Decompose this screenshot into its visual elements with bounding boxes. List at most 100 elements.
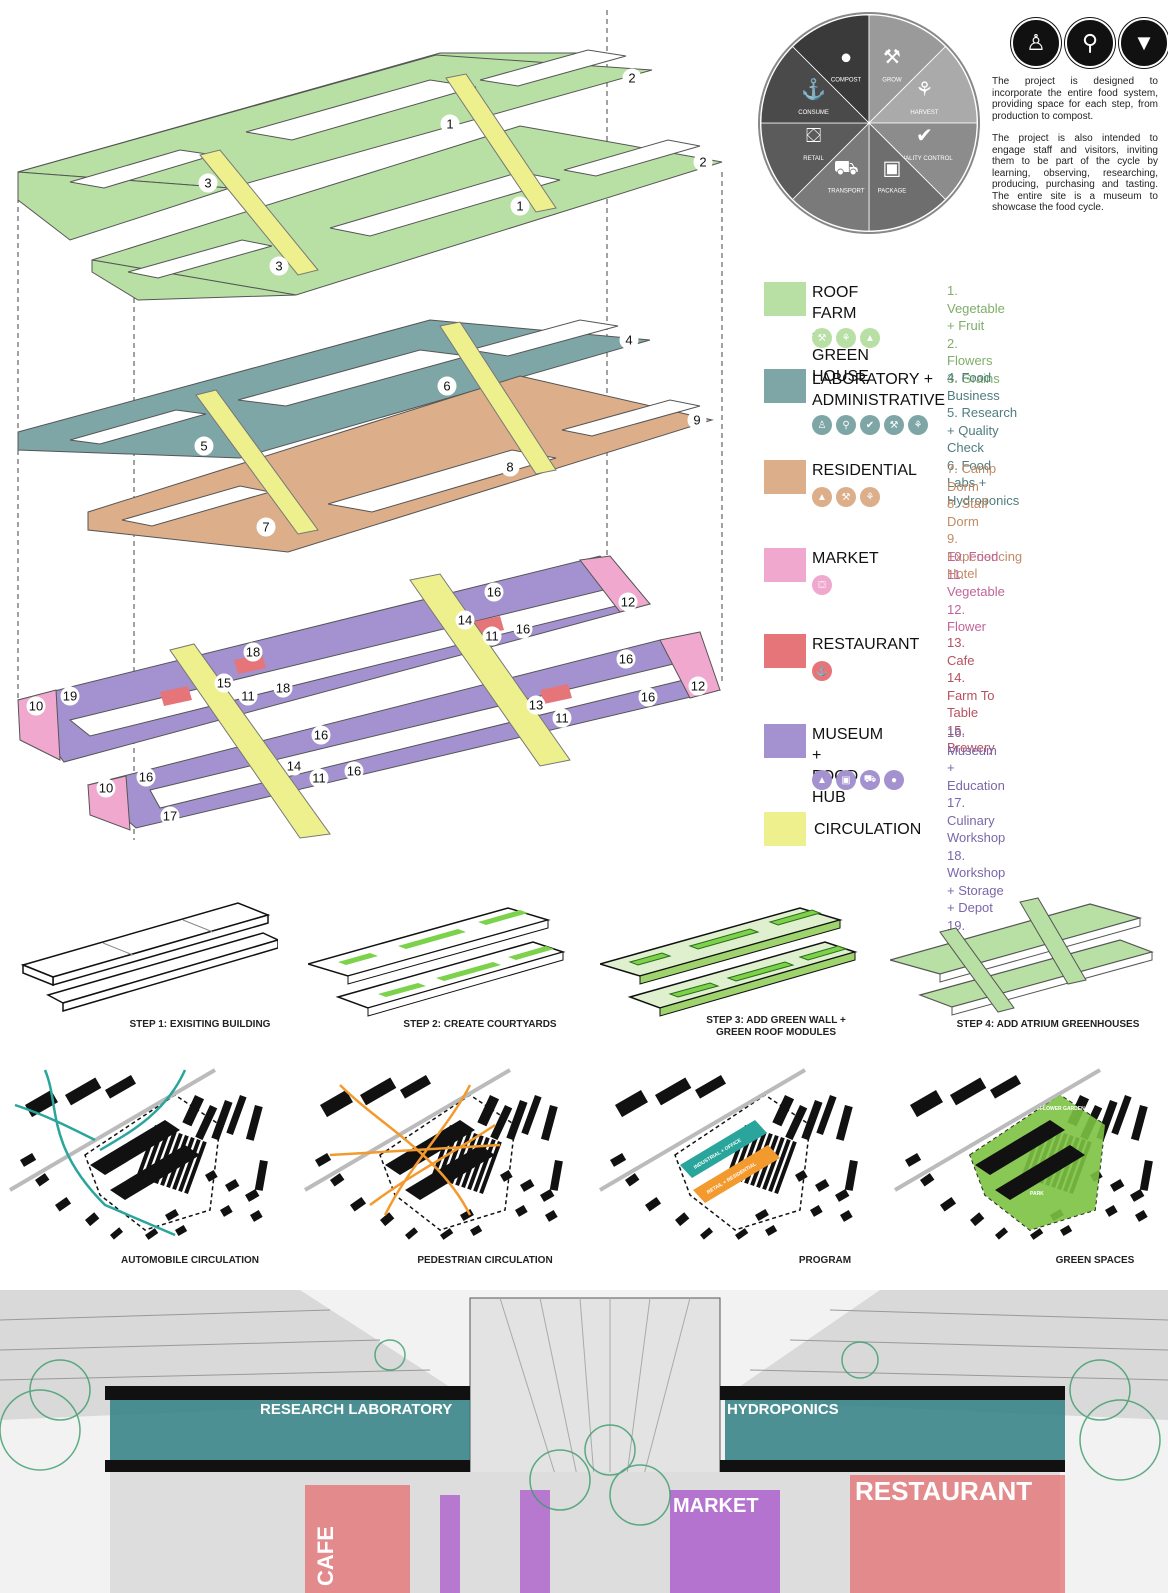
trowel-icon: ⚒ <box>812 328 832 348</box>
number-marker: 10 <box>26 696 46 716</box>
legend-icons: ▲⚒⚘ <box>812 487 880 507</box>
number-marker: 12 <box>618 592 638 612</box>
legend-item: 5. Research + Quality Check <box>947 405 1018 455</box>
axon-number-labels: 1122334567891010111111111212131414151616… <box>26 68 713 826</box>
step-1-label: STEP 1: EXISITING BUILDING <box>129 1019 271 1030</box>
number-marker: 16 <box>513 619 533 639</box>
svg-text:7: 7 <box>262 520 269 535</box>
svg-text:18: 18 <box>276 681 290 696</box>
svg-text:11: 11 <box>312 771 326 786</box>
svg-text:1: 1 <box>516 199 523 214</box>
legend-icons: ♙⚲✔⚒⚘ <box>812 415 928 435</box>
svg-text:14: 14 <box>458 613 472 628</box>
svg-text:2: 2 <box>699 155 706 170</box>
svg-text:12: 12 <box>691 679 705 694</box>
legend-item: 17. Culinary Workshop <box>947 795 1006 845</box>
svg-text:11: 11 <box>555 711 569 726</box>
green-spaces-map: FLOWER GARDEN PARK <box>893 1068 1153 1240</box>
number-marker: 14 <box>455 610 475 630</box>
apple-core-icon: ● <box>840 47 852 69</box>
wheel-label: TRANSPORT <box>828 188 865 194</box>
wheel-label: COMPOST <box>831 78 862 84</box>
legend-name: LABORATORY + ADMINISTRATIVE <box>812 371 946 409</box>
legend-item: 3. Grains <box>947 370 1000 386</box>
number-marker: 16 <box>136 767 156 787</box>
step-4-label: STEP 4: ADD ATRIUM GREENHOUSES <box>956 1019 1140 1030</box>
number-marker: 1 <box>510 196 530 216</box>
legend-item: 11. Vegetable <box>947 566 1005 600</box>
building-footprints <box>20 1075 268 1240</box>
number-marker: 11 <box>309 768 329 788</box>
legend-item: 18. Workshop + Storage + Depot <box>947 847 1006 916</box>
number-marker: 15 <box>214 673 234 693</box>
number-marker: 19 <box>60 686 80 706</box>
green-label-flower: FLOWER GARDEN <box>1040 1106 1085 1112</box>
box-icon: ▣ <box>883 157 902 179</box>
legend-item: 2. Flowers <box>947 335 993 369</box>
ground-floor-layer <box>17 555 722 839</box>
main-building <box>975 1120 1085 1200</box>
number-marker: 16 <box>311 725 331 745</box>
wheel-segment: ⛟TRANSPORT <box>792 122 870 232</box>
legend-item: 4. Food Business <box>947 370 1000 403</box>
number-marker: 12 <box>688 676 708 696</box>
person-icon: ♙ <box>1011 18 1061 68</box>
green-label-park: PARK <box>1030 1191 1044 1197</box>
svg-text:16: 16 <box>619 652 633 667</box>
legend-swatch <box>764 548 806 582</box>
section-label-market: MARKET <box>673 1495 759 1517</box>
guide-lines <box>17 10 723 840</box>
number-marker: 14 <box>284 756 304 776</box>
section-label-research: RESEARCH LABORATORY <box>260 1401 452 1418</box>
svg-text:13: 13 <box>529 698 543 713</box>
svg-text:11: 11 <box>241 689 255 704</box>
map-caption-pedestrian: PEDESTRIAN CIRCULATION <box>417 1255 553 1266</box>
number-marker: 16 <box>484 582 504 602</box>
automobile-circulation-map <box>8 1068 268 1240</box>
svg-text:17: 17 <box>163 809 177 824</box>
wheel-label: HARVEST <box>910 110 939 116</box>
number-marker: 3 <box>198 173 218 193</box>
wheel-label: RETAIL <box>803 156 824 162</box>
svg-text:16: 16 <box>139 770 153 785</box>
legend-name: MARKET <box>812 550 879 567</box>
svg-text:2: 2 <box>628 71 635 86</box>
svg-text:3: 3 <box>204 176 211 191</box>
pedestrian-route-arrows <box>329 1084 501 1216</box>
building-footprints <box>315 1075 563 1240</box>
number-marker: 8 <box>500 457 520 477</box>
legend-icons: ⚒⚘▲ <box>812 328 880 348</box>
legend-name: RESIDENTIAL <box>812 462 917 479</box>
number-marker: 3 <box>269 256 289 276</box>
legend-item: 1. Vegetable + Fruit <box>947 283 1005 333</box>
wheel-segment: ⚒GROW <box>868 14 946 124</box>
graduation-cap-icon: ▲ <box>860 328 880 348</box>
legend-name: RESTAURANT <box>812 636 920 653</box>
svg-text:16: 16 <box>314 728 328 743</box>
step-1-diagram <box>20 902 278 1013</box>
box-icon: ▣ <box>836 770 856 790</box>
trowel-icon: ⚒ <box>884 415 904 435</box>
section-label-cafe: CAFE <box>313 1526 338 1586</box>
exploded-axonometric-diagram: 1122334567891010111111111212131414151616… <box>17 10 723 840</box>
svg-text:8: 8 <box>506 460 513 475</box>
section-perspective: RESEARCH LABORATORY HYDROPONICS CAFE MAR… <box>0 1290 1168 1593</box>
legend-name: CIRCULATION <box>814 821 922 838</box>
legend-name: MUSEUM + FOOD HUB <box>812 726 884 806</box>
wheel-label: CONSUME <box>798 110 829 116</box>
svg-text:15: 15 <box>217 676 231 691</box>
main-building <box>90 1120 200 1200</box>
number-marker: 5 <box>194 436 214 456</box>
svg-text:16: 16 <box>641 690 655 705</box>
wheel-label: QUALITY CONTROL <box>896 156 953 162</box>
search-icon: ⚲ <box>836 415 856 435</box>
svg-text:16: 16 <box>516 622 530 637</box>
svg-text:14: 14 <box>287 759 301 774</box>
number-marker: 4 <box>619 330 639 350</box>
legend-swatch <box>764 460 806 494</box>
trowel-icon: ⚒ <box>836 487 856 507</box>
